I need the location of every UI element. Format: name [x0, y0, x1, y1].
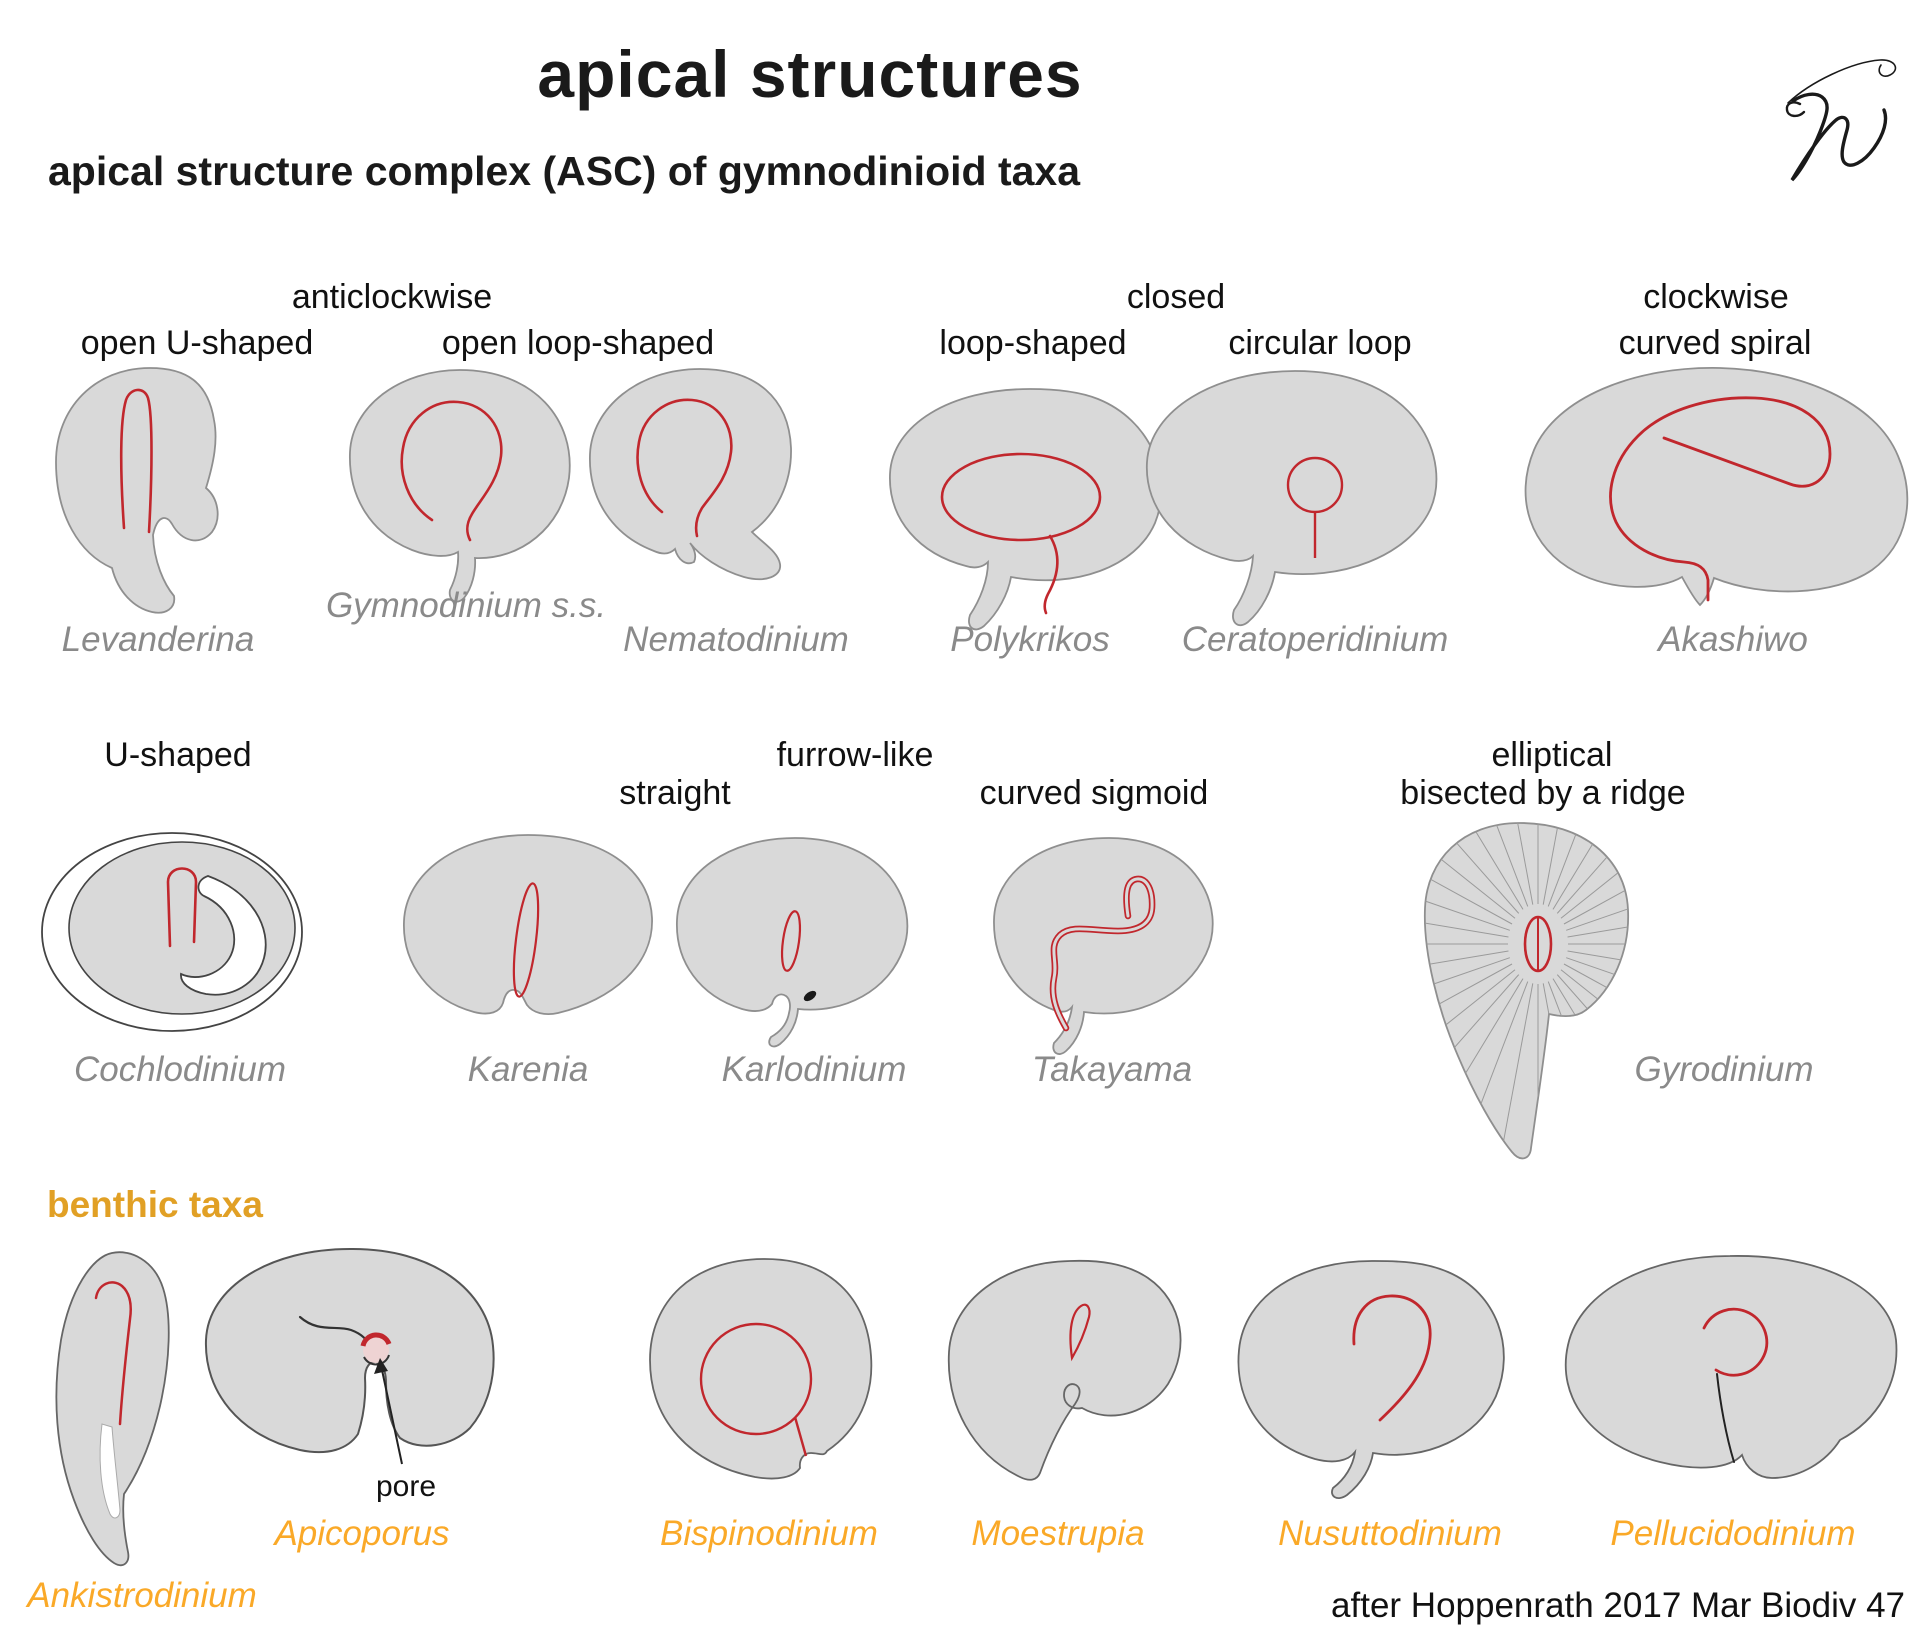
label-nusuttodinium: Nusuttodinium — [1278, 1514, 1502, 1553]
pellucidodinium-structure-tail — [1716, 1373, 1735, 1463]
signature-logo — [1785, 59, 1897, 182]
heading-curved-sigmoid: curved sigmoid — [979, 774, 1209, 812]
heading-open-u-shaped: open U-shaped — [80, 324, 314, 362]
page-title: apical structures — [537, 37, 1083, 111]
label-cochlodinium: Cochlodinium — [73, 1050, 287, 1089]
label-takayama: Takayama — [1031, 1050, 1193, 1089]
label-bispinodinium: Bispinodinium — [660, 1514, 878, 1553]
ankistrodinium-apical-structure — [94, 1281, 132, 1426]
figure-subtitle: apical structure complex (ASC) of gymnod… — [48, 148, 1081, 194]
levanderina-apical-structure — [119, 388, 153, 534]
ankistrodinium-cell — [55, 1251, 170, 1567]
pellucidodinium-cell — [1564, 1255, 1898, 1479]
benthic-taxa-heading: benthic taxa — [47, 1184, 263, 1225]
pellucidodinium-apical-structure — [1702, 1307, 1769, 1377]
heading-loop-shaped: loop-shaped — [939, 324, 1127, 362]
polykrikos-apical-structure — [940, 452, 1102, 542]
label-moestrupia: Moestrupia — [971, 1514, 1145, 1553]
label-gyrodinium: Gyrodinium — [1634, 1050, 1814, 1089]
apicoporus-cell — [204, 1247, 495, 1465]
karlodinium-apical-structure — [780, 910, 802, 972]
takayama-cell — [993, 837, 1214, 1055]
karenia-apical-structure — [512, 882, 540, 998]
gymnodinium-cell — [349, 369, 571, 603]
heading-closed: closed — [1126, 278, 1226, 316]
label-apicoporus: Apicoporus — [274, 1514, 450, 1553]
heading-circular-loop: circular loop — [1228, 324, 1412, 362]
karlodinium-cell — [676, 837, 909, 1048]
pore-label: pore — [375, 1470, 437, 1503]
heading-open-loop-shaped: open loop-shaped — [441, 324, 715, 362]
label-nematodinium: Nematodinium — [623, 620, 849, 659]
karlodinium-ventral-pore — [803, 990, 817, 1002]
label-karlodinium: Karlodinium — [721, 1050, 907, 1089]
label-pellucidodinium: Pellucidodinium — [1610, 1514, 1856, 1553]
gymnodinium-apical-structure — [400, 400, 503, 542]
heading-straight: straight — [619, 774, 731, 812]
polykrikos-structure-tail — [1043, 534, 1059, 615]
ceratoperidinium-cell — [1146, 370, 1438, 627]
akashiwo-cell — [1524, 367, 1909, 607]
heading-u-shaped: U-shaped — [104, 736, 252, 774]
cochlodinium-apical-structure — [166, 867, 198, 948]
label-karenia: Karenia — [467, 1050, 589, 1089]
label-levanderina: Levanderina — [61, 620, 255, 659]
nusuttodinium-cell — [1237, 1260, 1505, 1499]
label-gymnodinium: Gymnodinium s.s. — [325, 586, 607, 625]
ankistrodinium-sulcus — [99, 1423, 121, 1519]
cochlodinium-cell — [41, 832, 303, 1032]
bispinodinium-structure-tail — [793, 1416, 808, 1457]
akashiwo-apical-structure — [1609, 396, 1832, 602]
heading-clockwise: clockwise — [1643, 278, 1789, 316]
bispinodinium-apical-structure — [699, 1322, 813, 1436]
nusuttodinium-apical-structure — [1352, 1294, 1432, 1422]
heading-bisected-by-ridge: bisected by a ridge — [1400, 774, 1686, 812]
polykrikos-cell — [889, 388, 1163, 631]
label-ankistrodinium: Ankistrodinium — [27, 1576, 257, 1615]
heading-elliptical: elliptical — [1491, 736, 1613, 774]
nematodinium-apical-structure — [636, 398, 733, 538]
label-ceratoperidinium: Ceratoperidinium — [1181, 620, 1449, 659]
moestrupia-apical-structure — [1069, 1303, 1091, 1362]
label-akashiwo: Akashiwo — [1658, 620, 1808, 659]
label-polykrikos: Polykrikos — [950, 620, 1110, 659]
nematodinium-cell — [589, 368, 792, 581]
citation: after Hoppenrath 2017 Mar Biodiv 47 — [1331, 1586, 1905, 1625]
bispinodinium-cell — [649, 1258, 873, 1480]
apicoporus-pore — [363, 1337, 389, 1363]
karenia-cell — [403, 834, 653, 1016]
heading-anticlockwise: anticlockwise — [291, 278, 493, 316]
moestrupia-cell — [947, 1259, 1182, 1481]
cochlodinium-spiral-band — [180, 875, 267, 996]
levanderina-cell — [55, 367, 219, 614]
pore-arrow — [374, 1358, 403, 1465]
heading-curved-spiral: curved spiral — [1618, 324, 1812, 362]
heading-furrow-like: furrow-like — [776, 736, 934, 774]
